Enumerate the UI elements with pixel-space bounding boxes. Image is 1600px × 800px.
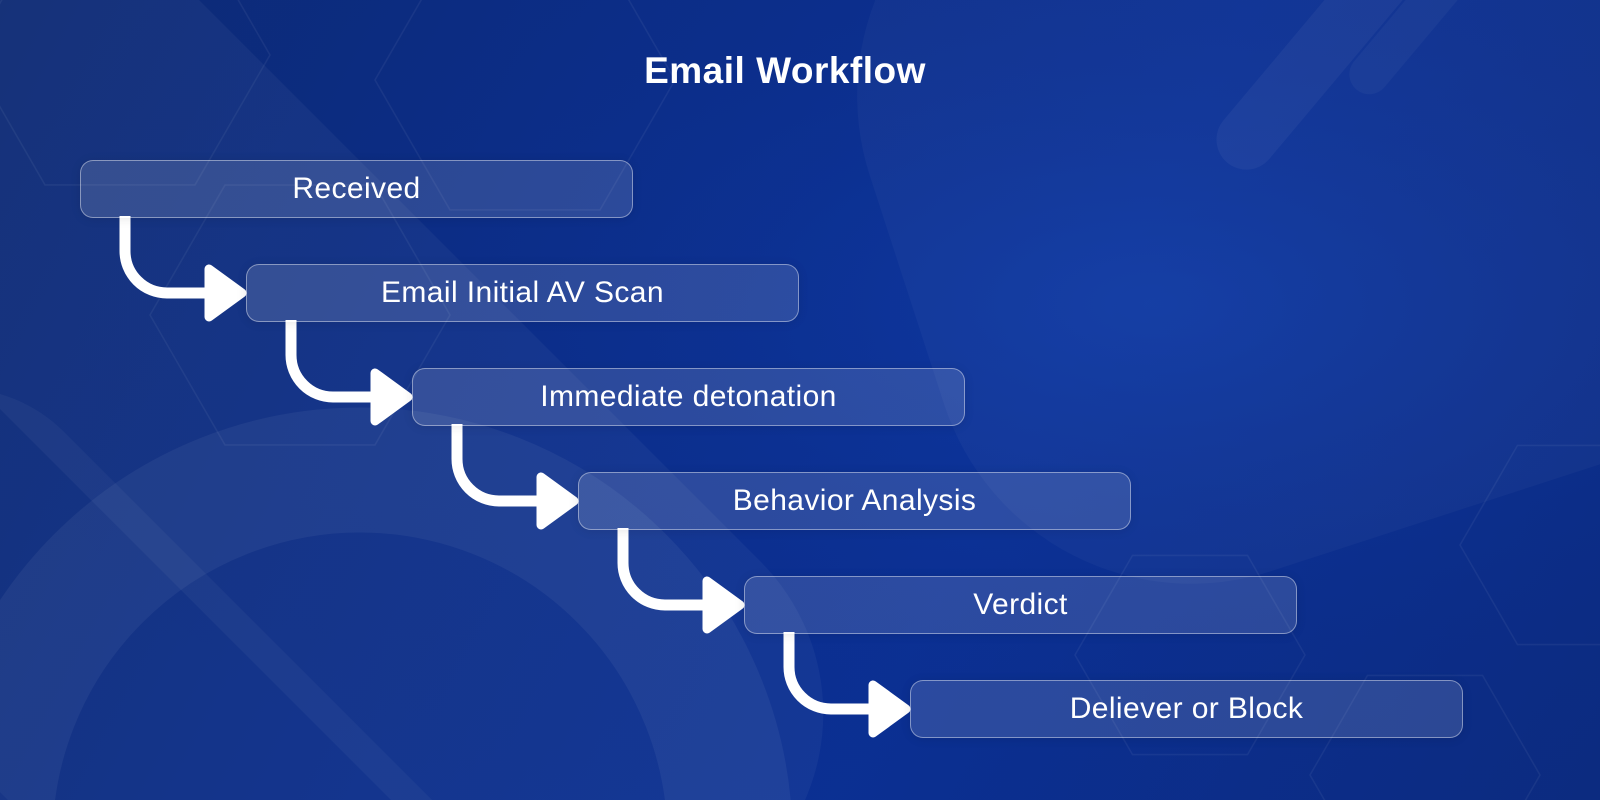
hexagon-outline [1074, 554, 1306, 756]
page-title: Email Workflow [644, 50, 926, 91]
hexagon-outline [0, 0, 271, 186]
flow-arrow-verdict-to-deliever-or-block [783, 632, 911, 738]
flow-node-deliever-or-block: Deliever or Block [910, 680, 1463, 738]
flow-node-label: Immediate detonation [540, 380, 837, 413]
flow-arrow-immediate-detonation-to-behavior-analysis [451, 424, 579, 530]
flow-arrow-behavior-analysis-to-verdict [617, 528, 745, 634]
arrowhead-icon [536, 472, 579, 530]
flow-arrow-received-to-email-initial-av-scan [119, 216, 247, 322]
arrowhead-icon [204, 264, 247, 322]
flow-node-label: Deliever or Block [1069, 692, 1304, 725]
arrowhead-icon [868, 680, 911, 738]
flow-node-label: Email Initial AV Scan [381, 276, 664, 309]
background-ring [0, 407, 791, 800]
flow-node-behavior-analysis: Behavior Analysis [578, 472, 1131, 530]
background-streak [1216, 0, 1444, 170]
flow-node-email-initial-av-scan: Email Initial AV Scan [246, 264, 799, 322]
flow-node-received: Received [80, 160, 633, 218]
arrowhead-icon [702, 576, 745, 634]
hexagon-outline [374, 0, 676, 211]
flow-node-label: Received [292, 172, 421, 205]
flow-arrow-email-initial-av-scan-to-immediate-detonation [285, 320, 413, 426]
background-swoosh [0, 0, 912, 800]
flow-node-label: Verdict [973, 588, 1068, 621]
hexagon-outline [1309, 674, 1541, 800]
flow-node-verdict: Verdict [744, 576, 1297, 634]
hexagon-outline [1459, 444, 1600, 646]
flow-node-label: Behavior Analysis [732, 484, 977, 517]
hexagon-outline [149, 184, 451, 446]
flow-node-immediate-detonation: Immediate detonation [412, 368, 965, 426]
arrowhead-icon [370, 368, 413, 426]
